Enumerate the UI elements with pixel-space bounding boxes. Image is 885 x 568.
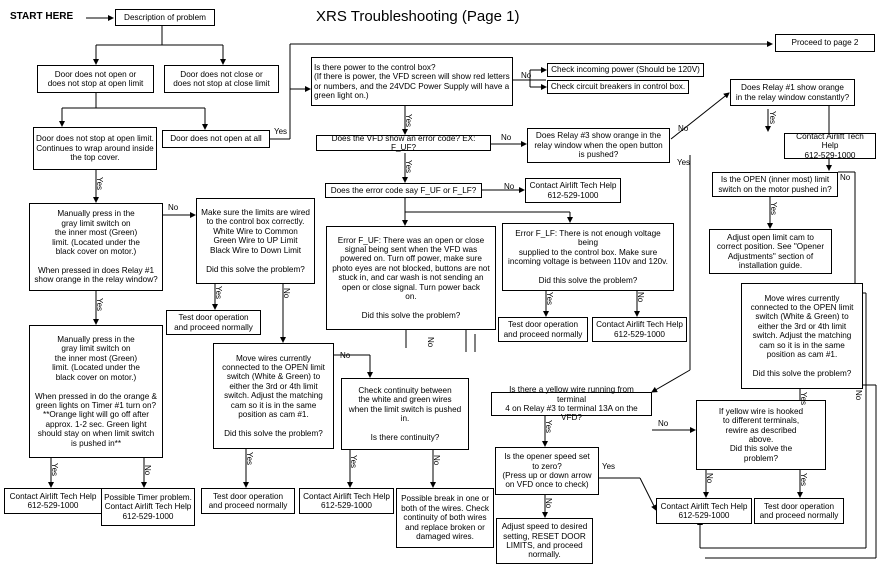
no-label: No bbox=[678, 124, 689, 133]
door-not-open-box: Door does not open or does not stop at o… bbox=[37, 65, 154, 93]
vfd-error-question-box: Does the VFD show an error code? EX: F_U… bbox=[316, 134, 491, 152]
move-wires-box-2: Move wires currently connected to the OP… bbox=[741, 283, 863, 389]
yes-label: Yes bbox=[214, 286, 223, 300]
no-label: No bbox=[501, 133, 512, 142]
test-door-box-4: Test door operation and proceed normally bbox=[754, 498, 844, 524]
error-flf-box: Error F_LF: There is not enough voltage … bbox=[502, 223, 674, 291]
description-box: Description of problem bbox=[115, 9, 215, 26]
airlift-help-speed-box: Contact Airlift Tech Help 612-529-1000 bbox=[656, 498, 752, 524]
yes-label: Yes bbox=[769, 202, 778, 216]
airlift-help-errorcode-box: Contact Airlift Tech Help 612-529-1000 bbox=[525, 178, 621, 203]
no-label: No bbox=[854, 390, 863, 401]
no-label: No bbox=[636, 292, 645, 303]
move-wires-box-1: Move wires currently connected to the OP… bbox=[213, 343, 334, 449]
error-code-question-box: Does the error code say F_UF or F_LF? bbox=[325, 183, 482, 198]
airlift-help-box-bl: Contact Airlift Tech Help 612-529-1000 bbox=[4, 488, 102, 514]
manual-press-relay1-box: Manually press in the gray limit switch … bbox=[29, 203, 163, 291]
no-label: No bbox=[282, 288, 291, 299]
yes-label: Yes bbox=[274, 127, 288, 136]
yellow-wire-hooked-box: If yellow wire is hooked to different te… bbox=[696, 400, 826, 470]
no-open-at-all-box: Door does not open at all bbox=[162, 130, 270, 148]
airlift-help-flf-box: Contact Airlift Tech Help 612-529-1000 bbox=[592, 317, 687, 342]
no-label: No bbox=[340, 351, 351, 360]
relay3-question-box: Does Relay #3 show orange in the relay w… bbox=[527, 128, 670, 163]
yes-label: Yes bbox=[95, 177, 104, 191]
no-label: No bbox=[521, 71, 532, 80]
no-label: No bbox=[544, 498, 553, 509]
no-label: No bbox=[432, 455, 441, 466]
no-stop-open-limit-box: Door does not stop at open limit. Contin… bbox=[33, 127, 157, 170]
limit-pushed-question-box: Is the OPEN (inner most) limit switch on… bbox=[712, 172, 838, 197]
proceed-to-page2-box: Proceed to page 2 bbox=[775, 34, 875, 52]
manual-press-timer-box: Manually press in the gray limit switch … bbox=[29, 325, 163, 458]
start-here-label: START HERE bbox=[10, 11, 74, 22]
adjust-speed-box: Adjust speed to desired setting, RESET D… bbox=[496, 518, 593, 564]
yes-label: Yes bbox=[349, 455, 358, 469]
airlift-help-box-bm: Contact Airlift Tech Help 612-529-1000 bbox=[299, 488, 394, 514]
no-label: No bbox=[840, 173, 851, 182]
yes-label: Yes bbox=[404, 160, 413, 174]
yes-label: Yes bbox=[245, 452, 254, 466]
yes-label: Yes bbox=[50, 463, 59, 477]
no-label: No bbox=[504, 182, 515, 191]
door-not-close-box: Door does not close or does not stop at … bbox=[164, 65, 279, 93]
no-label: No bbox=[658, 419, 669, 428]
speed-zero-question-box: Is the opener speed set to zero? (Press … bbox=[495, 447, 599, 495]
yes-label: Yes bbox=[544, 420, 553, 434]
yes-label: Yes bbox=[602, 462, 616, 471]
relay1-question-box: Does Relay #1 show orange in the relay w… bbox=[730, 79, 855, 106]
yellow-wire-question-box: Is there a yellow wire running from term… bbox=[491, 385, 652, 422]
yes-label: Yes bbox=[545, 292, 554, 306]
test-door-box-1: Test door operation and proceed normally bbox=[166, 310, 261, 335]
limits-wired-box: Make sure the limits are wired to the co… bbox=[196, 198, 315, 284]
no-label: No bbox=[143, 465, 152, 476]
check-power-box: Check incoming power (Should be 120V) bbox=[547, 63, 704, 77]
check-continuity-box: Check continuity between the white and g… bbox=[341, 378, 469, 450]
no-label: No bbox=[426, 337, 435, 348]
test-door-box-3: Test door operation and proceed normally bbox=[201, 488, 295, 514]
yes-label: Yes bbox=[799, 392, 808, 406]
test-door-box-2: Test door operation and proceed normally bbox=[498, 317, 588, 342]
power-question-box: Is there power to the control box? (If t… bbox=[311, 57, 513, 106]
yes-label: Yes bbox=[768, 111, 777, 125]
timer-problem-box: Possible Timer problem. Contact Airlift … bbox=[101, 488, 195, 526]
page-title: XRS Troubleshooting (Page 1) bbox=[316, 8, 520, 25]
no-label: No bbox=[705, 473, 714, 484]
check-breakers-box: Check circuit breakers in control box. bbox=[547, 80, 689, 94]
adjust-limit-cam-box: Adjust open limit cam to correct positio… bbox=[709, 229, 832, 274]
yes-label: Yes bbox=[677, 158, 691, 167]
error-fuf-box: Error F_UF: There was an open or close s… bbox=[326, 226, 496, 330]
yes-label: Yes bbox=[95, 298, 104, 312]
broken-wires-box: Possible break in one or both of the wir… bbox=[396, 488, 494, 548]
airlift-help-relay1-box: Contact Airlift Tech Help 612-529-1000 bbox=[784, 132, 876, 160]
yes-label: Yes bbox=[799, 473, 808, 487]
no-label: No bbox=[168, 203, 179, 212]
yes-label: Yes bbox=[404, 114, 413, 128]
